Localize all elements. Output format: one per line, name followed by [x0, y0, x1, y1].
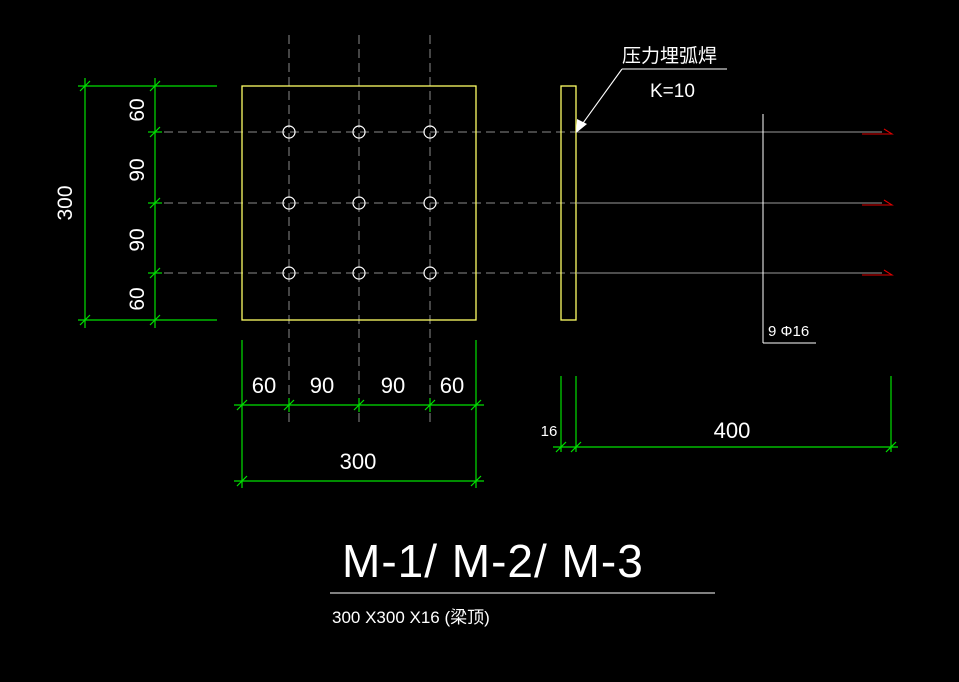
dim-anchor-length: 400 [714, 418, 751, 443]
drawing-subtitle: 300 X300 X16 (梁顶) [332, 608, 490, 627]
dim-horizontal-seg-2: 90 [310, 373, 334, 398]
hole [423, 125, 437, 139]
dim-vertical-seg-4: 60 [126, 287, 149, 310]
weld-size-label: K=10 [650, 81, 695, 102]
dim-horizontal-seg-4: 60 [440, 373, 464, 398]
center-lines [150, 35, 880, 425]
bar-end-hook [862, 269, 894, 276]
bar-end-hook [862, 199, 894, 206]
dim-plate-width: 300 [340, 449, 377, 474]
hole [423, 196, 437, 210]
hole [282, 196, 296, 210]
dim-plate-thickness: 16 [541, 423, 558, 440]
weld-leader [577, 68, 727, 131]
rebar-spec-label: 9 Φ16 [768, 323, 809, 340]
hole [282, 125, 296, 139]
weld-arrow-head-icon [576, 119, 587, 133]
hole [352, 196, 366, 210]
side-view-dimensions [553, 376, 898, 453]
horizontal-dimensions [234, 340, 484, 488]
weld-type-label: 压力埋弧焊 [622, 45, 717, 67]
anchor-holes [282, 125, 437, 280]
embedded-plate-front [241, 85, 477, 321]
drawing-title: M-1/ M-2/ M-3 [342, 535, 644, 587]
rebar-leader [762, 114, 816, 344]
hole [423, 266, 437, 280]
dim-plate-height: 300 [54, 185, 77, 220]
hole [352, 266, 366, 280]
dim-horizontal-seg-3: 90 [381, 373, 405, 398]
vertical-dimensions [78, 78, 217, 328]
anchor-bars [576, 128, 894, 276]
dim-vertical-seg-3: 90 [126, 228, 149, 251]
dim-vertical-seg-2: 90 [126, 158, 149, 181]
hole [282, 266, 296, 280]
bar-end-hook [862, 128, 894, 135]
hole [352, 125, 366, 139]
dim-horizontal-seg-1: 60 [252, 373, 276, 398]
dim-vertical-seg-1: 60 [126, 98, 149, 121]
